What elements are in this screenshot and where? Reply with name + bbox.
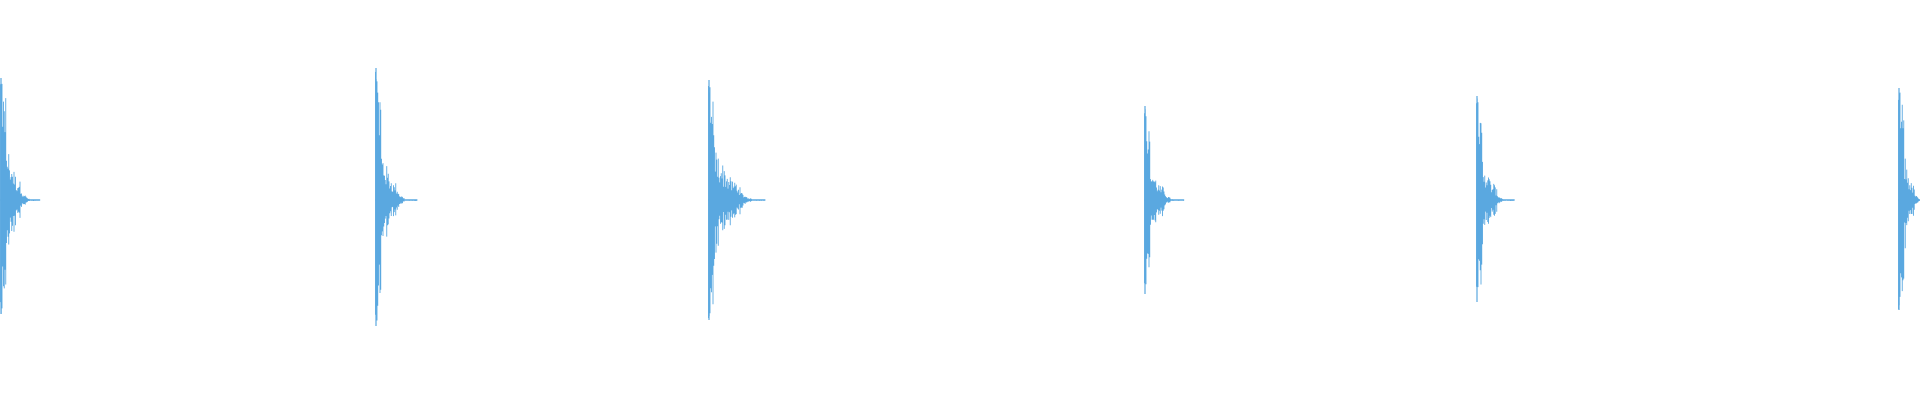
waveform-transient-path xyxy=(1144,109,1184,285)
waveform-transient-2 xyxy=(375,68,418,326)
waveform-transients xyxy=(0,68,1920,326)
waveform-transient-path xyxy=(708,86,766,319)
waveform-transient-path xyxy=(0,83,40,314)
waveform-transient-4 xyxy=(1144,106,1185,294)
waveform-transient-5 xyxy=(1476,96,1515,302)
waveform-transient-path xyxy=(375,71,418,321)
waveform-transient-path xyxy=(1898,92,1920,310)
waveform-transient-1 xyxy=(0,78,41,314)
waveform-transient-3 xyxy=(708,80,766,320)
waveform-transient-path xyxy=(1476,98,1515,288)
waveform-transient-6 xyxy=(1898,88,1920,310)
